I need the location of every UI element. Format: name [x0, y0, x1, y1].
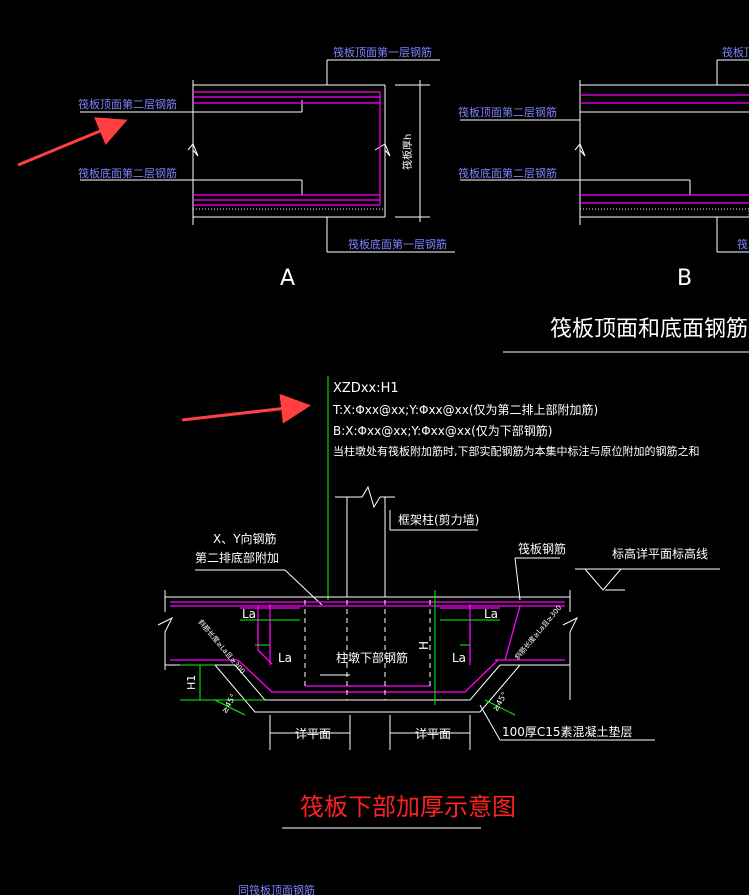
detail-b-rebar [580, 94, 749, 204]
pier-detail-dashed [304, 600, 431, 700]
detail-a-rebar [193, 91, 381, 206]
bottom-cut-label: 同筏板顶面钢筋 [238, 883, 315, 895]
detail-b-caption: B [677, 266, 692, 291]
detail-a-thickness-label: 筏板厚h [401, 134, 414, 170]
slope-right-label: ≥45° [491, 690, 509, 713]
detail-a-leaders [80, 111, 193, 181]
anchor-left-label: 斜筋长度≥La且≥300 [196, 618, 247, 676]
detail-b-top-first-label: 筏板顶 [722, 45, 749, 59]
elevation-label: 标高详平面标高线 [612, 546, 708, 561]
detail-b-bottom-second-label: 筏板底面第二层钢筋 [458, 166, 557, 180]
pier-detail-rebar [170, 601, 565, 693]
column-label: 框架柱(剪力墙) [398, 512, 479, 527]
pier-detail-green-dim [180, 590, 516, 716]
xy-rebar-label-2: 第二排底部附加 [195, 550, 279, 565]
h1-label: H1 [185, 675, 198, 690]
see-plan-left: 详平面 [295, 726, 331, 741]
pointer-arrow-middle [181, 393, 311, 424]
la-right-mid: La [452, 651, 466, 665]
annotation-line-1: XZDxx:H1 [333, 381, 399, 396]
annotation-line-4: 当柱墩处有筏板附加筋时,下部实配钢筋为本集中标注与原位附加的钢筋之和 [333, 444, 700, 458]
detail-b-bottom-first-label: 筏 [737, 237, 748, 251]
detail-b-top-second-label: 筏板顶面第二层钢筋 [458, 105, 557, 119]
detail-a-top-second-label: 筏板顶面第二层钢筋 [78, 97, 177, 111]
detail-a-bottom-first-label: 筏板底面第一层钢筋 [348, 237, 447, 251]
xy-rebar-label-1: X、Y向钢筋 [213, 531, 277, 546]
bottom-title: 筏板下部加厚示意图 [300, 793, 516, 821]
pointer-arrow-top [17, 117, 128, 167]
cushion-label: 100厚C15素混凝土垫层 [502, 724, 633, 739]
detail-a-caption: A [280, 266, 295, 291]
see-plan-right: 详平面 [415, 726, 451, 741]
annotation-line-3: B:X:Φxx@xx;Y:Φxx@xx(仅为下部钢筋) [333, 423, 552, 438]
detail-a-bottom-second-label: 筏板底面第二层钢筋 [78, 166, 177, 180]
annotation-line-2: T:X:Φxx@xx;Y:Φxx@xx(仅为第二排上部附加筋) [332, 402, 598, 417]
detail-a [187, 59, 455, 253]
raft-rebar-label: 筏板钢筋 [518, 541, 566, 556]
pier-detail-outline [157, 485, 720, 750]
detail-b [460, 59, 749, 253]
la-left-mid: La [278, 651, 292, 665]
la-right-top: La [484, 607, 498, 621]
section-title: 筏板顶面和底面钢筋及分布 [550, 317, 749, 342]
detail-a-top-first-label: 筏板顶面第一层钢筋 [333, 45, 432, 59]
pier-rebar-label: 柱墩下部钢筋 [336, 650, 408, 665]
la-left-top: La [242, 607, 256, 621]
h-label: H [417, 641, 431, 650]
anchor-right-label: 斜筋长度≥La且≥300 [513, 603, 564, 661]
